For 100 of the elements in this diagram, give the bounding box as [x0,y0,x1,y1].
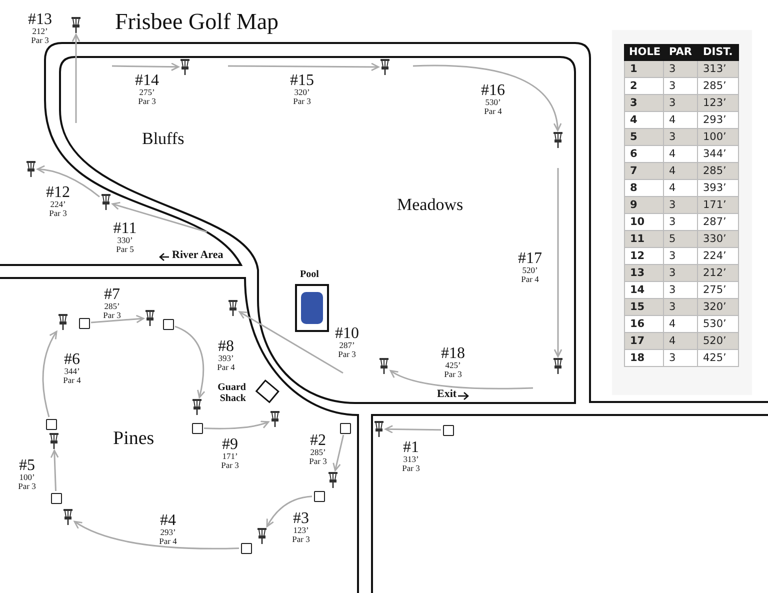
arrow [112,202,208,233]
table-cell: 2 [624,78,664,95]
disc-golf-basket-icon [257,528,267,544]
table-header-cell: PAR [664,44,698,61]
table-cell: 6 [624,146,664,163]
arrow [266,496,312,528]
table-cell: 171’ [698,197,739,214]
arrow [554,168,562,358]
area-label: Bluffs [142,130,184,148]
arrow [412,64,562,132]
hole-distance: 171’ [221,452,239,461]
hole-distance: 285’ [309,448,327,457]
hole-par: Par 4 [520,275,540,284]
table-cell: 275’ [698,282,739,299]
table-cell: 3 [664,197,698,214]
table-cell: 3 [664,350,698,367]
disc-golf-basket-icon [328,472,338,488]
table-cell: 3 [664,214,698,231]
title: Frisbee Golf Map [115,9,279,35]
hole-distance: 212’ [31,27,49,36]
hole-par: Par 3 [30,36,50,45]
table-cell: 4 [624,112,664,129]
arrow [50,450,59,492]
hole-distance: 275’ [138,88,156,97]
hole-par: Par 4 [159,537,177,546]
table-cell: 100’ [698,129,739,146]
disc-golf-basket-icon [379,358,389,374]
table-cell: 224’ [698,248,739,265]
tee-box [46,418,56,430]
direction-label: Exit [437,389,457,401]
arrow [332,434,344,472]
tee-box [340,422,350,434]
area-label: Pines [113,429,154,449]
hole-number: #18 [441,346,465,361]
hole-number: #13 [28,12,52,27]
hole-number: #4 [159,513,177,528]
hole-distance: 330’ [116,236,134,245]
table-cell: 11 [624,231,664,248]
hole-distance: 520’ [521,266,539,275]
disc-golf-basket-icon [58,314,68,330]
table-cell: 3 [664,95,698,112]
pool-label: Pool [300,270,319,280]
table-cell: 3 [664,282,698,299]
hole-par: Par 3 [309,457,327,466]
hole-distance: 393’ [217,354,235,363]
disc-golf-basket-icon [63,509,73,525]
hole-number: #2 [309,433,327,448]
disc-golf-basket-icon [180,59,190,75]
tee-box [442,424,454,436]
arrow [72,34,80,123]
table-cell: 344’ [698,146,739,163]
hole-par: Par 3 [18,482,36,491]
disc-golf-basket-icon [26,161,36,177]
table-cell: 5 [664,231,698,248]
table-cell: 4 [664,333,698,350]
table-cell: 330’ [698,231,739,248]
table-cell: 212’ [698,265,739,282]
building-label: Guard Shack [216,383,246,404]
disc-golf-basket-icon [270,411,280,427]
hole-number: #10 [335,326,359,341]
table-cell: 17 [624,333,664,350]
table-cell: 1 [624,61,664,78]
arrow [74,520,240,550]
hole-par: Par 4 [483,107,503,116]
hole-distance: 224’ [49,200,67,209]
table-cell: 320’ [698,299,739,316]
hole-number: #9 [221,437,239,452]
tee-box [78,318,90,328]
arrow [174,326,206,398]
table-cell: 3 [664,248,698,265]
disc-golf-basket-icon [49,433,59,449]
disc-golf-basket-icon [380,59,390,75]
arrow [390,370,534,390]
table-cell: 285’ [698,163,739,180]
table-cell: 15 [624,299,664,316]
hole-distance: 320’ [293,88,311,97]
table-cell: 10 [624,214,664,231]
hole-par: Par 3 [221,461,239,470]
hole-distance: 287’ [338,341,356,350]
arrow [384,425,442,434]
arrow [204,420,270,430]
hole-distance: 293’ [159,528,177,537]
disc-golf-basket-icon [101,194,111,210]
hole-distance: 100’ [18,473,36,482]
table-cell: 13 [624,265,664,282]
hole-par: Par 3 [292,535,310,544]
hole-number: #17 [518,251,542,266]
table-cell: 313’ [698,61,739,78]
table-cell: 18 [624,350,664,367]
hole-par: Par 3 [337,350,357,359]
table-cell: 4 [664,180,698,197]
arrow [36,165,100,198]
table-cell: 530’ [698,316,739,333]
table-cell: 3 [624,95,664,112]
tee-box [162,318,174,330]
hole-number: #8 [217,339,235,354]
table-cell: 293’ [698,112,739,129]
area-label: Meadows [397,196,464,214]
hole-par: Par 3 [292,97,312,106]
hole-number: #16 [481,83,505,98]
